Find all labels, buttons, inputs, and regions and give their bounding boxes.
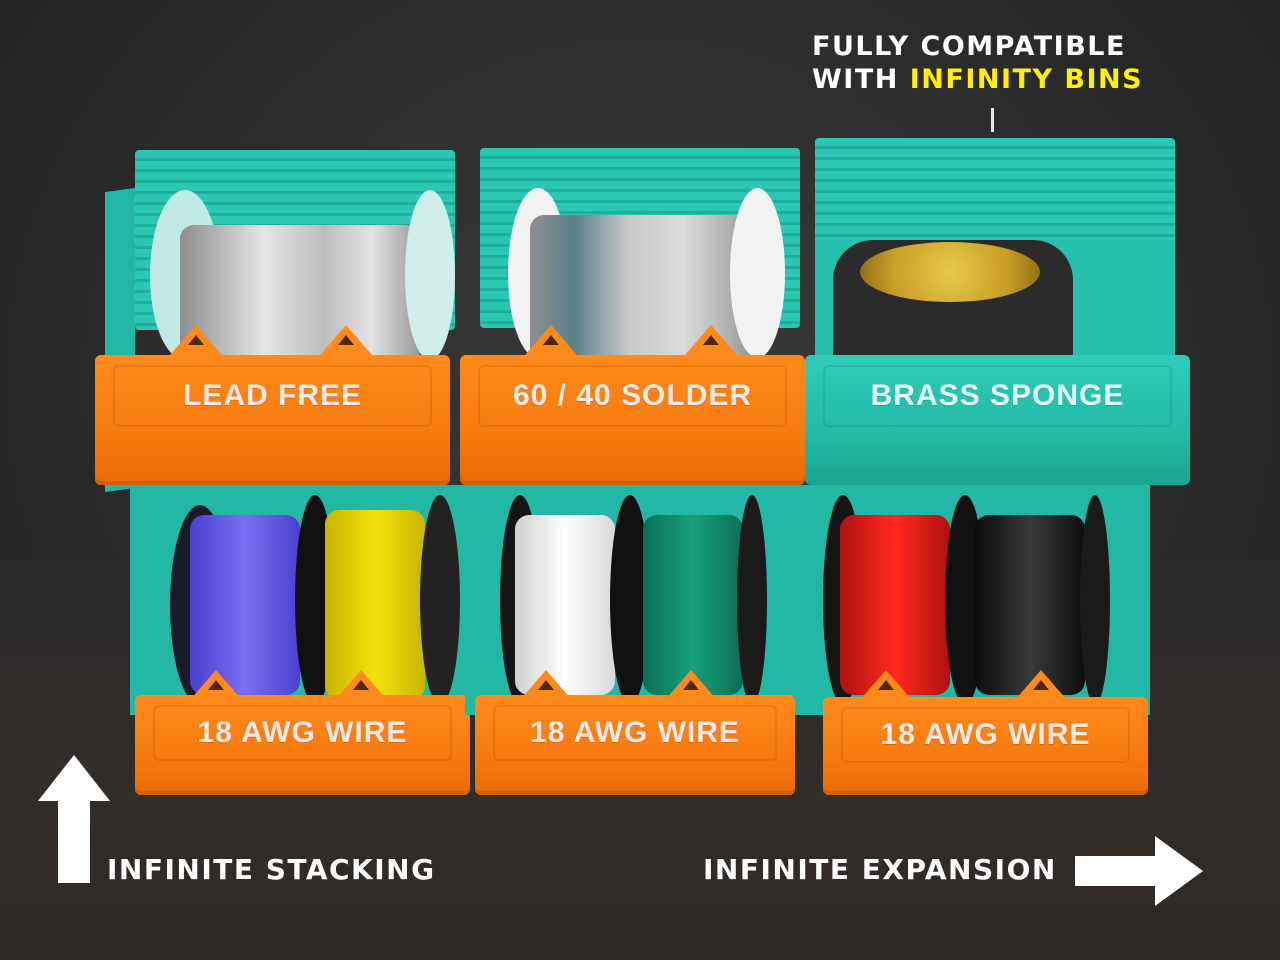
- bin-18awg-wire-1: 18 AWG WIRE: [130, 485, 470, 795]
- arrow-right-icon: [1075, 836, 1203, 906]
- infinite-stacking-caption: INFINITE STACKING: [107, 853, 436, 886]
- pointer-line: [991, 108, 994, 132]
- label-front-panel: 60 / 40 SOLDER: [460, 355, 805, 485]
- label-plate: BRASS SPONGE: [823, 365, 1172, 427]
- bin-18awg-wire-2: 18 AWG WIRE: [465, 485, 795, 795]
- black-wire-spool: [975, 515, 1085, 695]
- spool-holder-tab: [685, 325, 737, 355]
- compatibility-caption: FULLY COMPATIBLE WITH INFINITY BINS: [812, 30, 1143, 96]
- bin-label: 18 AWG WIRE: [197, 716, 408, 749]
- bin-60-40-solder: 60 / 40 SOLDER: [450, 130, 805, 490]
- compatibility-prefix: WITH: [812, 64, 910, 95]
- bin-brass-sponge: BRASS SPONGE: [795, 120, 1195, 490]
- spool-flange: [405, 190, 455, 360]
- green-wire-spool: [643, 515, 743, 695]
- label-front-panel: 18 AWG WIRE: [135, 695, 470, 795]
- spool-flange: [1080, 495, 1110, 705]
- brass-sponge: [860, 242, 1040, 302]
- label-plate: 18 AWG WIRE: [841, 707, 1130, 763]
- label-plate: LEAD FREE: [113, 365, 432, 427]
- yellow-wire-spool: [325, 510, 425, 700]
- bin-label: LEAD FREE: [182, 379, 362, 412]
- spool-holder-tab: [525, 325, 577, 355]
- bin-label: BRASS SPONGE: [870, 379, 1125, 412]
- label-front-panel: 18 AWG WIRE: [823, 697, 1148, 795]
- spool-holder-tab: [320, 325, 372, 355]
- arrow-up-icon: [38, 755, 110, 883]
- spool-holder-tab: [170, 325, 222, 355]
- label-front-panel: 18 AWG WIRE: [475, 695, 795, 795]
- bin-lead-free: LEAD FREE: [95, 130, 455, 493]
- spool-holder-tab: [1015, 670, 1067, 700]
- label-plate: 18 AWG WIRE: [153, 705, 452, 761]
- label-plate: 18 AWG WIRE: [493, 705, 777, 761]
- label-plate: 60 / 40 SOLDER: [478, 365, 787, 427]
- label-front-panel: LEAD FREE: [95, 355, 450, 485]
- compatibility-line-1: FULLY COMPATIBLE: [812, 31, 1126, 62]
- compatibility-line-2: WITH INFINITY BINS: [812, 63, 1143, 96]
- spool-flange: [420, 495, 460, 705]
- bin-label: 18 AWG WIRE: [880, 718, 1091, 751]
- label-front-panel: BRASS SPONGE: [805, 355, 1190, 485]
- white-wire-spool: [515, 515, 615, 695]
- infinite-expansion-caption: INFINITE EXPANSION: [703, 853, 1057, 886]
- bin-18awg-wire-3: 18 AWG WIRE: [795, 485, 1150, 795]
- infinity-bins-highlight: INFINITY BINS: [909, 64, 1144, 95]
- red-wire-spool: [840, 515, 950, 695]
- spool-flange: [737, 495, 767, 705]
- spool-flange: [730, 188, 785, 358]
- blue-wire-spool: [190, 515, 300, 695]
- bin-label: 60 / 40 SOLDER: [512, 379, 753, 412]
- bin-label: 18 AWG WIRE: [530, 716, 740, 749]
- spool-holder-tab: [860, 670, 912, 700]
